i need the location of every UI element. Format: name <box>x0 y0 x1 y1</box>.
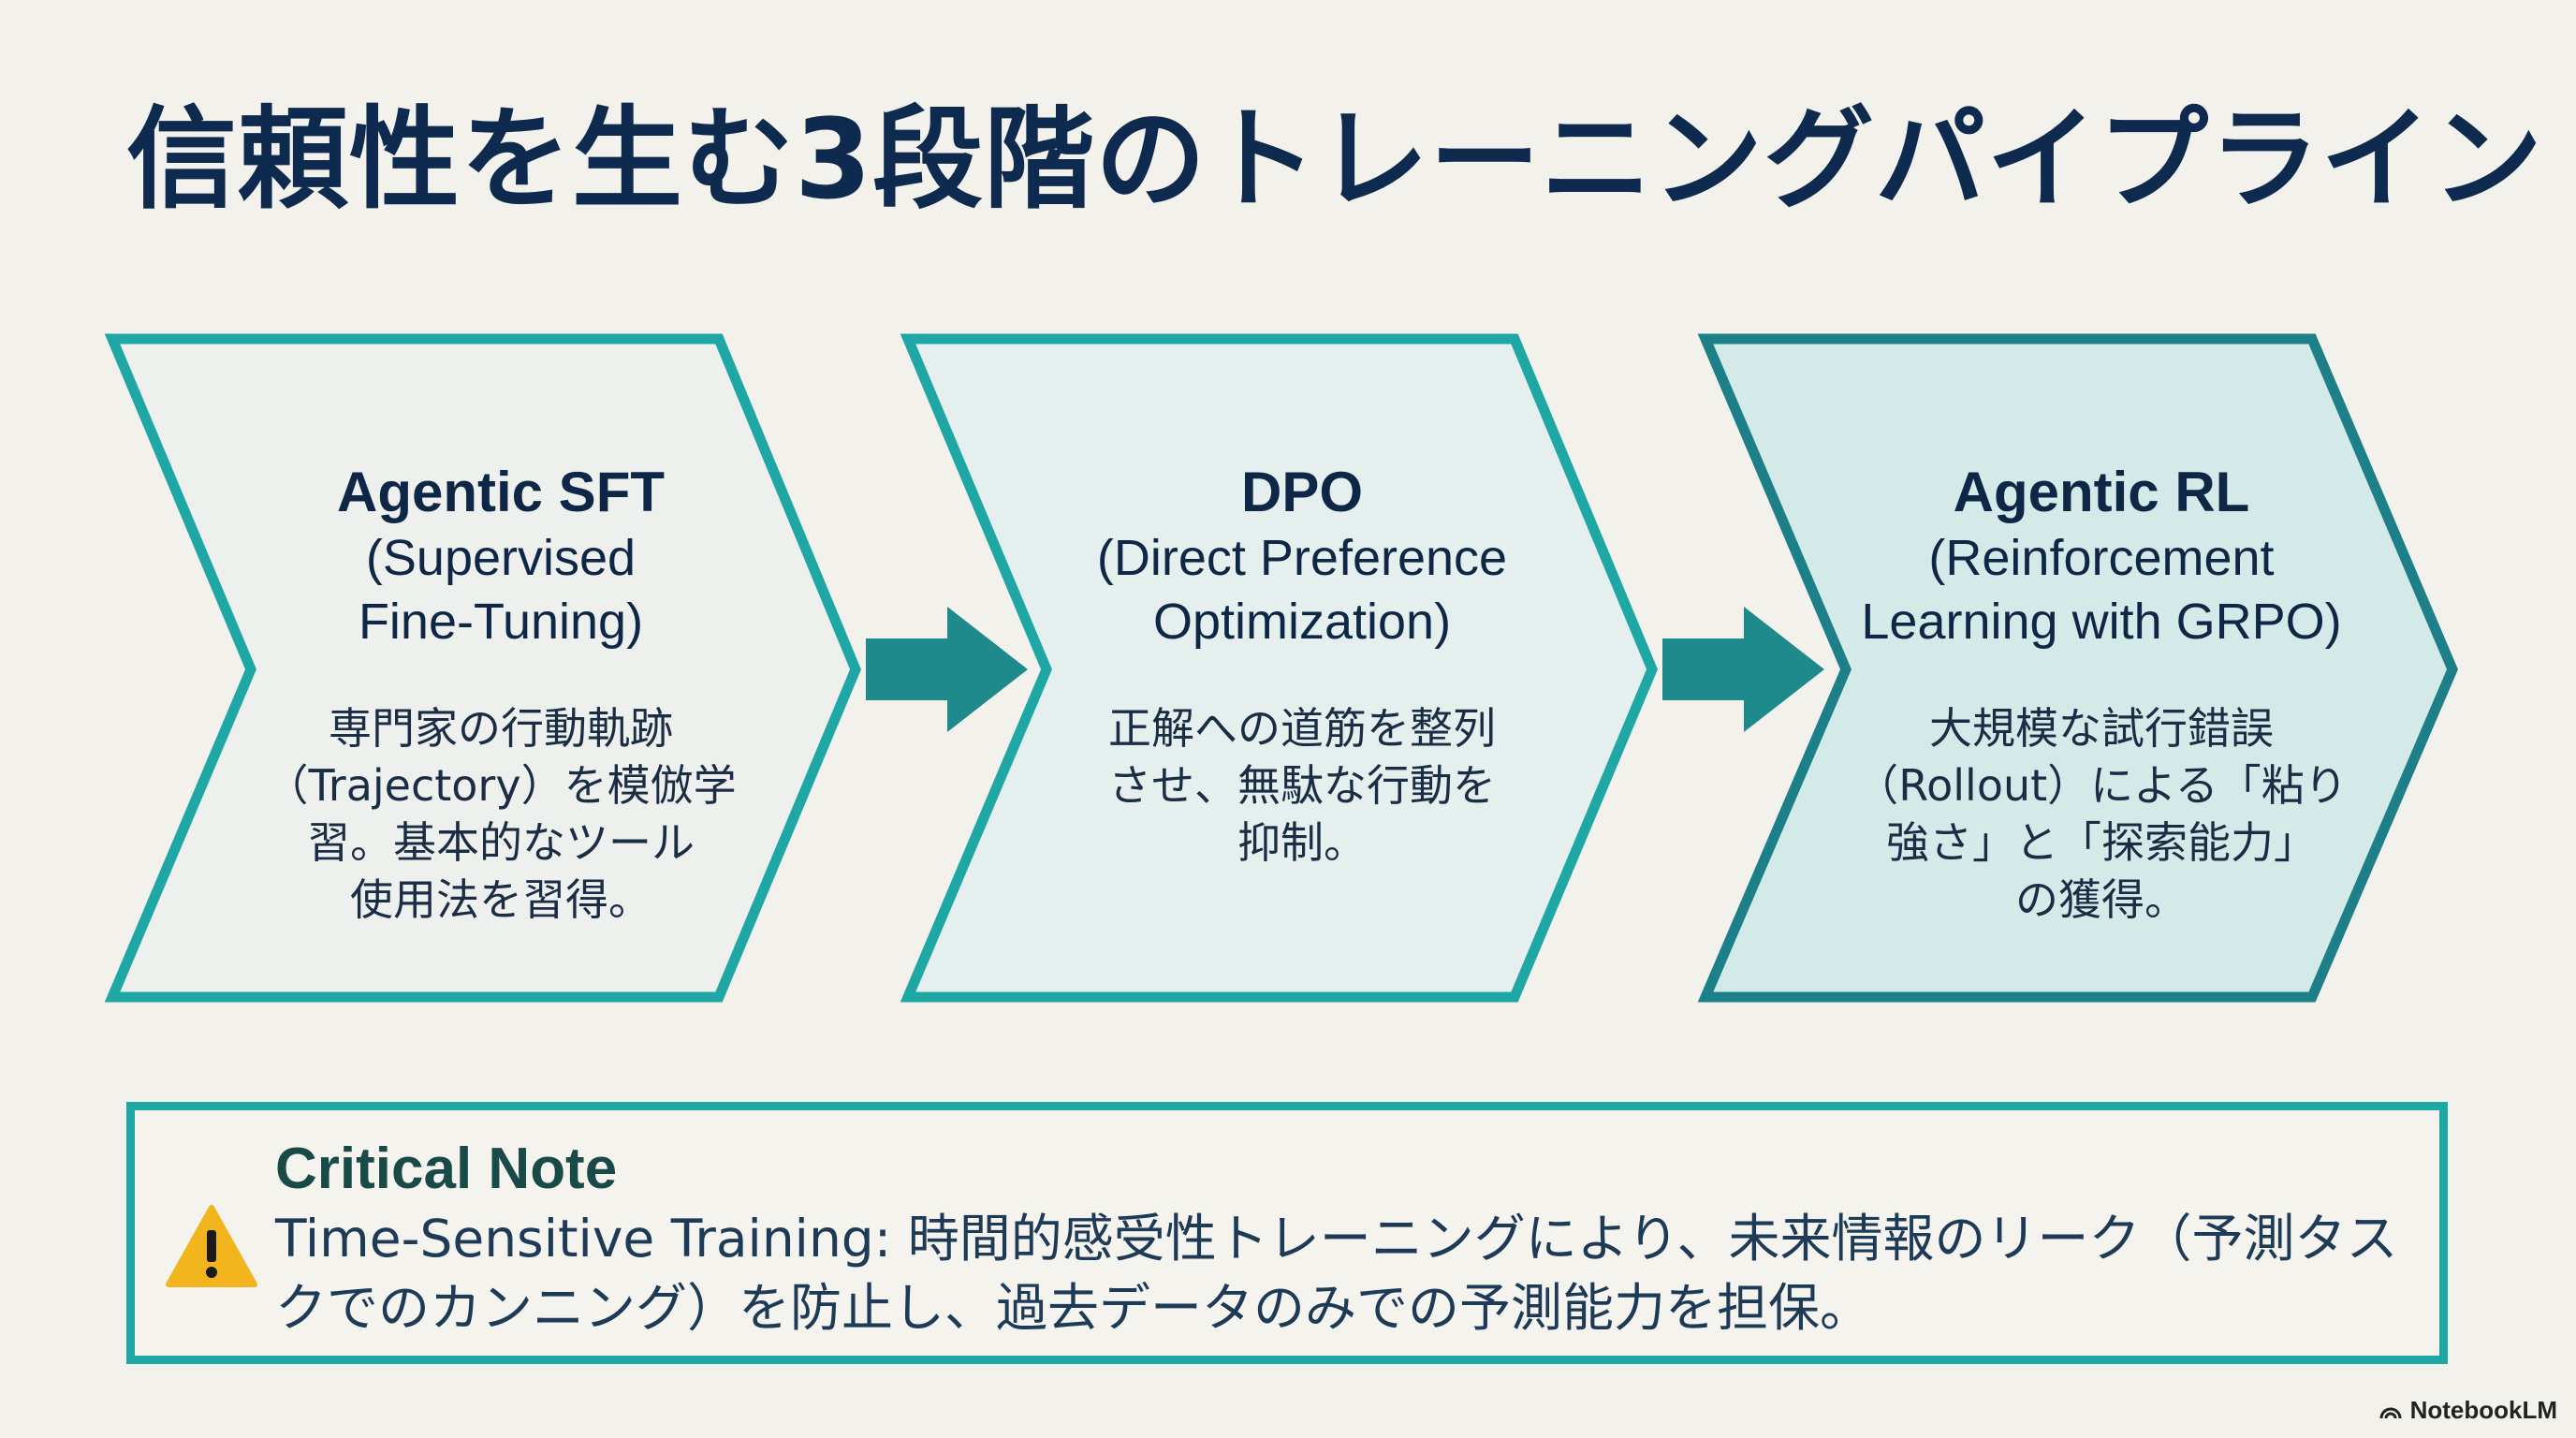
stage-1-description: 専門家の行動軌跡 （Trajectory）を模倣学 習。基本的なツール 使用法を… <box>265 703 737 925</box>
stage-2-description: 正解への道筋を整列 させ、無駄な行動を 抑制。 <box>1108 703 1496 868</box>
stage-1-content: Agentic SFT (Supervised Fine-Tuning) 専門家… <box>201 459 800 929</box>
watermark-label: NotebookLM <box>2409 1396 2557 1424</box>
page-title: 信頼性を生む3段階のトレーニングパイプライン <box>126 95 2544 224</box>
pipeline-diagram <box>104 333 2458 1003</box>
arrow-stage-2-to-3 <box>1662 607 1824 732</box>
stage-2-subtitle: (Direct Preference Optimization) <box>1096 530 1508 650</box>
stage-2-content: DPO (Direct Preference Optimization) 正解へ… <box>1003 459 1602 872</box>
note-title: Critical Note <box>275 1137 618 1201</box>
stage-1-chevron <box>104 333 861 1003</box>
warning-icon <box>166 1205 257 1287</box>
stage-3-subtitle: (Reinforcement Learning with GRPO) <box>1861 530 2342 650</box>
stage-3-content: Agentic RL (Reinforcement Learning with … <box>1802 459 2401 929</box>
stage-2-chevron <box>900 333 1658 1003</box>
stage-2-name: DPO <box>1240 461 1364 523</box>
note-body: Time-Sensitive Training: 時間的感受性トレーニングにより… <box>275 1209 2398 1338</box>
stage-1-name: Agentic SFT <box>336 461 665 523</box>
arrow-stage-1-to-2 <box>866 607 1028 732</box>
stage-3-description: 大規模な試行錯誤 （Rollout）による「粘り 強さ」と「探索能力」 の獲得。 <box>1855 703 2348 925</box>
notebooklm-logo-icon <box>2379 1407 2402 1418</box>
stage-3-name: Agentic RL <box>1953 461 2250 523</box>
stage-3-chevron <box>1697 333 2458 1003</box>
notebooklm-watermark: NotebookLM <box>2378 1396 2557 1425</box>
stage-1-subtitle: (Supervised Fine-Tuning) <box>358 530 644 650</box>
critical-note-box: Critical Note Time-Sensitive Training: 時… <box>126 1102 2448 1364</box>
